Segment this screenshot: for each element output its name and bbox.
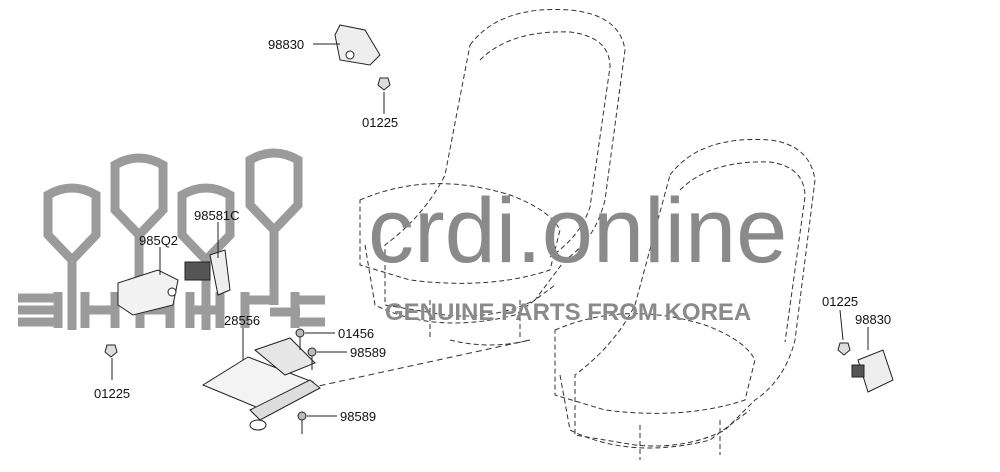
- callout-01225-right[interactable]: 01225: [822, 294, 858, 309]
- seat-lower: [554, 138, 816, 460]
- callout-985Q2[interactable]: 985Q2: [139, 233, 178, 248]
- module-28556: [201, 337, 321, 431]
- bolt-98589-upper: [307, 347, 317, 370]
- bracket-98830-top: [334, 24, 381, 66]
- nut-01225-left: [104, 344, 118, 358]
- callout-98581C[interactable]: 98581C: [194, 208, 240, 223]
- watermark-tagline: GENUINE PARTS FROM KOREA: [385, 299, 751, 326]
- callout-01456[interactable]: 01456: [338, 326, 374, 341]
- callout-01225-top[interactable]: 01225: [362, 115, 398, 130]
- screw-01456: [295, 328, 305, 350]
- watermark-brand: crdi.online: [368, 180, 787, 282]
- callout-98589-lower[interactable]: 98589: [340, 409, 376, 424]
- leader-lines: [111, 43, 869, 417]
- leader-dashed-to-seat: [299, 339, 531, 391]
- bracket-98830-right: [851, 349, 894, 393]
- logo-cup-1: [43, 183, 101, 330]
- nut-01225-right: [837, 342, 851, 356]
- callout-98830-top[interactable]: 98830: [268, 37, 304, 52]
- bolt-98589-lower: [297, 411, 307, 434]
- callout-98589-upper[interactable]: 98589: [350, 345, 386, 360]
- sensor-98581C: [184, 249, 231, 296]
- logo-cup-4: [245, 148, 303, 305]
- nut-01225-top: [377, 77, 391, 91]
- callout-01225-left[interactable]: 01225: [94, 386, 130, 401]
- seat-upper: [359, 8, 626, 346]
- bracket-985Q2: [117, 269, 179, 316]
- callout-98830-right[interactable]: 98830: [855, 312, 891, 327]
- callout-28556[interactable]: 28556: [224, 313, 260, 328]
